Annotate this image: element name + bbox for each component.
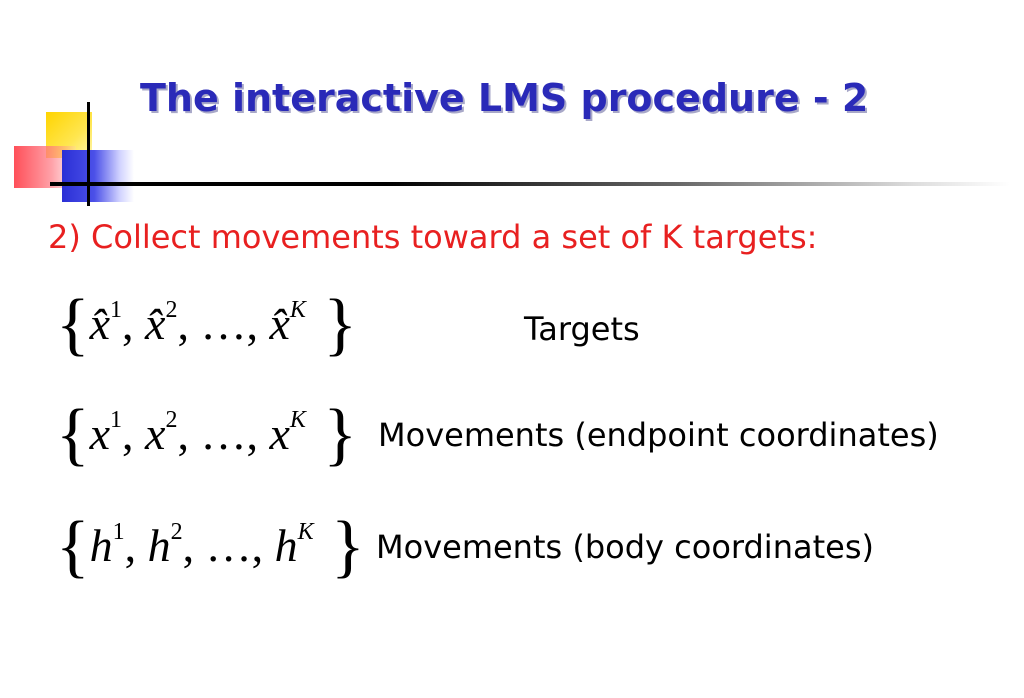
movements-endpoint-formula: {x1, x2, …, xK } <box>56 396 357 473</box>
movements-exp-1: 1 <box>110 407 123 433</box>
movements-symbol-2: x <box>145 408 166 459</box>
logo-blue-square <box>62 150 134 202</box>
movements-exp-k: K <box>289 407 306 433</box>
targets-exp-1: 1 <box>110 297 123 323</box>
movements-exp-2: 2 <box>165 407 178 433</box>
targets-symbol-1: x̂ <box>89 298 111 349</box>
targets-label: Targets <box>524 310 640 348</box>
targets-exp-k: K <box>289 297 306 323</box>
targets-formula: {x̂1, x̂2, …, x̂K } <box>56 286 357 363</box>
body-exp-1: 1 <box>112 519 125 545</box>
body-ellipsis: … <box>205 520 252 571</box>
movements-endpoint-label: Movements (endpoint coordinates) <box>378 416 939 454</box>
slide-subtitle: 2) Collect movements toward a set of K t… <box>48 218 818 256</box>
body-symbol-k: h <box>274 520 298 571</box>
body-symbol-2: h <box>147 520 171 571</box>
logo-vertical-line <box>87 102 90 206</box>
movements-body-label: Movements (body coordinates) <box>376 528 874 566</box>
body-exp-k: K <box>297 519 314 545</box>
movements-ellipsis: … <box>200 408 247 459</box>
targets-exp-2: 2 <box>165 297 178 323</box>
targets-ellipsis: … <box>200 298 247 349</box>
body-symbol-1: h <box>89 520 113 571</box>
body-exp-2: 2 <box>170 519 183 545</box>
movements-symbol-1: x <box>89 408 111 459</box>
movements-symbol-k: x <box>269 408 290 459</box>
movements-body-formula: {h1, h2, …, hK } <box>56 508 365 585</box>
targets-symbol-k: x̂ <box>269 298 290 349</box>
title-underline <box>50 182 1010 186</box>
slide-title: The interactive LMS procedure - 2 <box>140 76 869 120</box>
targets-symbol-2: x̂ <box>145 298 166 349</box>
